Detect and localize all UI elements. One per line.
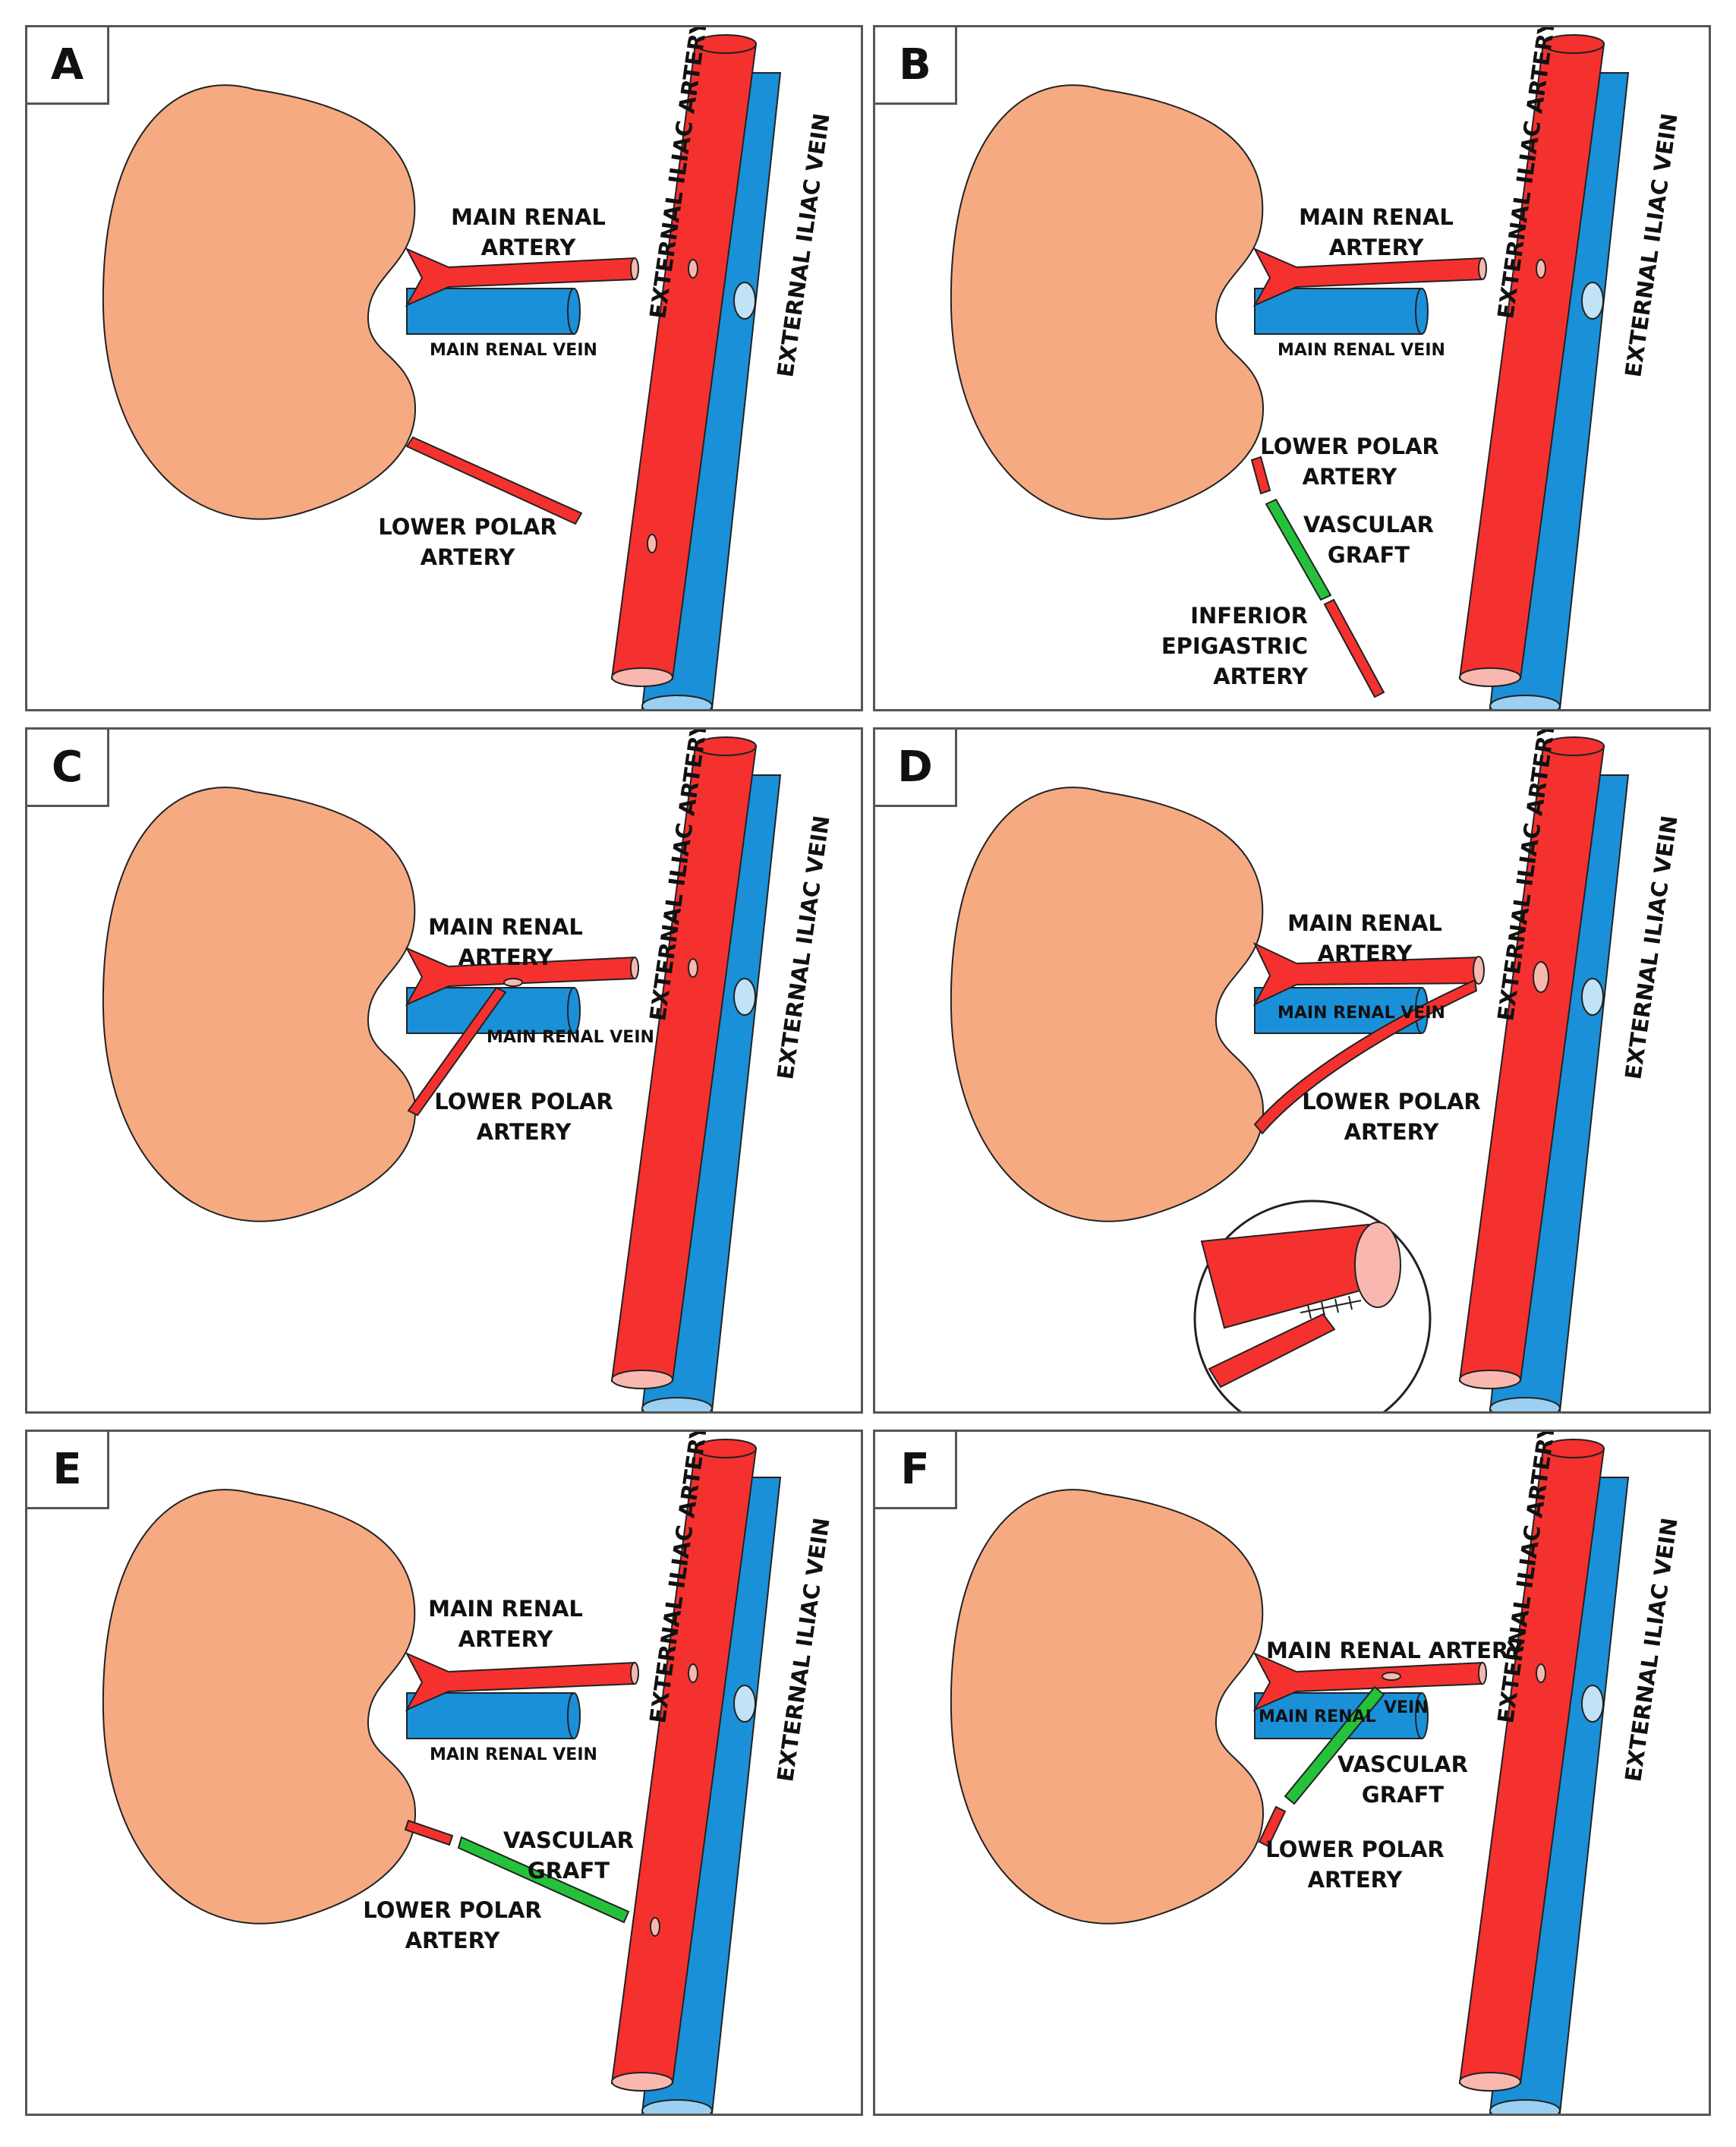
main-renal-vein-label: MAIN RENAL VEIN [1278, 1004, 1445, 1023]
panel-letter: D [875, 730, 957, 807]
main-renal-vein [406, 288, 581, 335]
iliac-artery [610, 34, 758, 687]
lower-polar-artery [407, 986, 507, 1117]
main-renal-vein [1254, 1692, 1429, 1739]
iliac-artery [610, 1439, 758, 2092]
main-renal-artery [1252, 247, 1487, 307]
vascular-graft [1284, 1685, 1385, 1805]
main-renal-artery [405, 1651, 639, 1712]
iliac-artery [610, 736, 758, 1389]
panel-letter: C [27, 730, 109, 807]
lower-polar-artery [1253, 979, 1478, 1135]
external-iliac-vein-label: EXTERNAL ILIAC VEIN [1620, 112, 1682, 379]
panel-f: MAIN RENAL ARTERY MAIN RENAL VEIN VASCUL… [873, 1430, 1711, 2116]
panel-letter: B [875, 27, 957, 105]
iliac-artery [1458, 1439, 1605, 2092]
anastomosis-site [503, 978, 523, 987]
iliac-artery [1458, 34, 1605, 687]
panel-f-illustration: MAIN RENAL ARTERY MAIN RENAL VEIN VASCUL… [950, 1432, 1683, 2114]
iliac-artery [1458, 736, 1605, 1389]
main-renal-artery [405, 247, 639, 307]
panel-letter: F [875, 1432, 957, 1509]
suture-stitches [1307, 1295, 1353, 1319]
kidney [102, 787, 417, 1222]
main-renal-vein-label: MAIN RENAL VEIN [430, 1745, 597, 1764]
vascular-graft [457, 1836, 630, 1924]
main-renal-artery [1252, 1651, 1487, 1712]
magnified-anastomosis-inset [1193, 1200, 1432, 1411]
panel-letter: E [27, 1432, 109, 1509]
panel-letter: A [27, 27, 109, 105]
lower-polar-artery [405, 436, 583, 525]
external-iliac-vein-label: EXTERNAL ILIAC VEIN [1620, 1516, 1682, 1783]
main-renal-vein [1254, 288, 1429, 335]
kidney [950, 84, 1265, 520]
main-renal-artery-label: MAIN RENAL ARTERY [1266, 1638, 1524, 1663]
main-renal-vein-label-a: MAIN RENAL [1259, 1707, 1376, 1726]
main-renal-vein-label: MAIN RENAL VEIN [487, 1028, 654, 1047]
kidney [102, 1489, 417, 1925]
main-renal-artery [1252, 941, 1485, 1007]
lower-polar-artery-stump [404, 1819, 454, 1846]
main-renal-artery [405, 946, 639, 1007]
main-renal-vein-label-b: VEIN [1384, 1698, 1429, 1717]
lower-polar-artery-stump [1258, 1805, 1287, 1848]
anastomosis-site [1382, 1672, 1401, 1681]
external-iliac-vein-label: EXTERNAL ILIAC VEIN [772, 112, 834, 379]
inferior-epigastric-artery [1323, 598, 1385, 698]
external-iliac-vein-label: EXTERNAL ILIAC VEIN [1620, 814, 1682, 1081]
main-renal-vein-label: MAIN RENAL VEIN [430, 341, 597, 360]
main-renal-vein [406, 1692, 581, 1739]
kidney [950, 787, 1265, 1222]
external-iliac-vein-label: EXTERNAL ILIAC VEIN [772, 814, 834, 1081]
external-iliac-vein-label: EXTERNAL ILIAC VEIN [772, 1516, 834, 1783]
kidney [102, 84, 417, 520]
lower-polar-artery-stump [1250, 456, 1271, 495]
main-renal-vein-label: MAIN RENAL VEIN [1278, 341, 1445, 360]
kidney [950, 1489, 1265, 1925]
vascular-graft [1265, 498, 1332, 601]
